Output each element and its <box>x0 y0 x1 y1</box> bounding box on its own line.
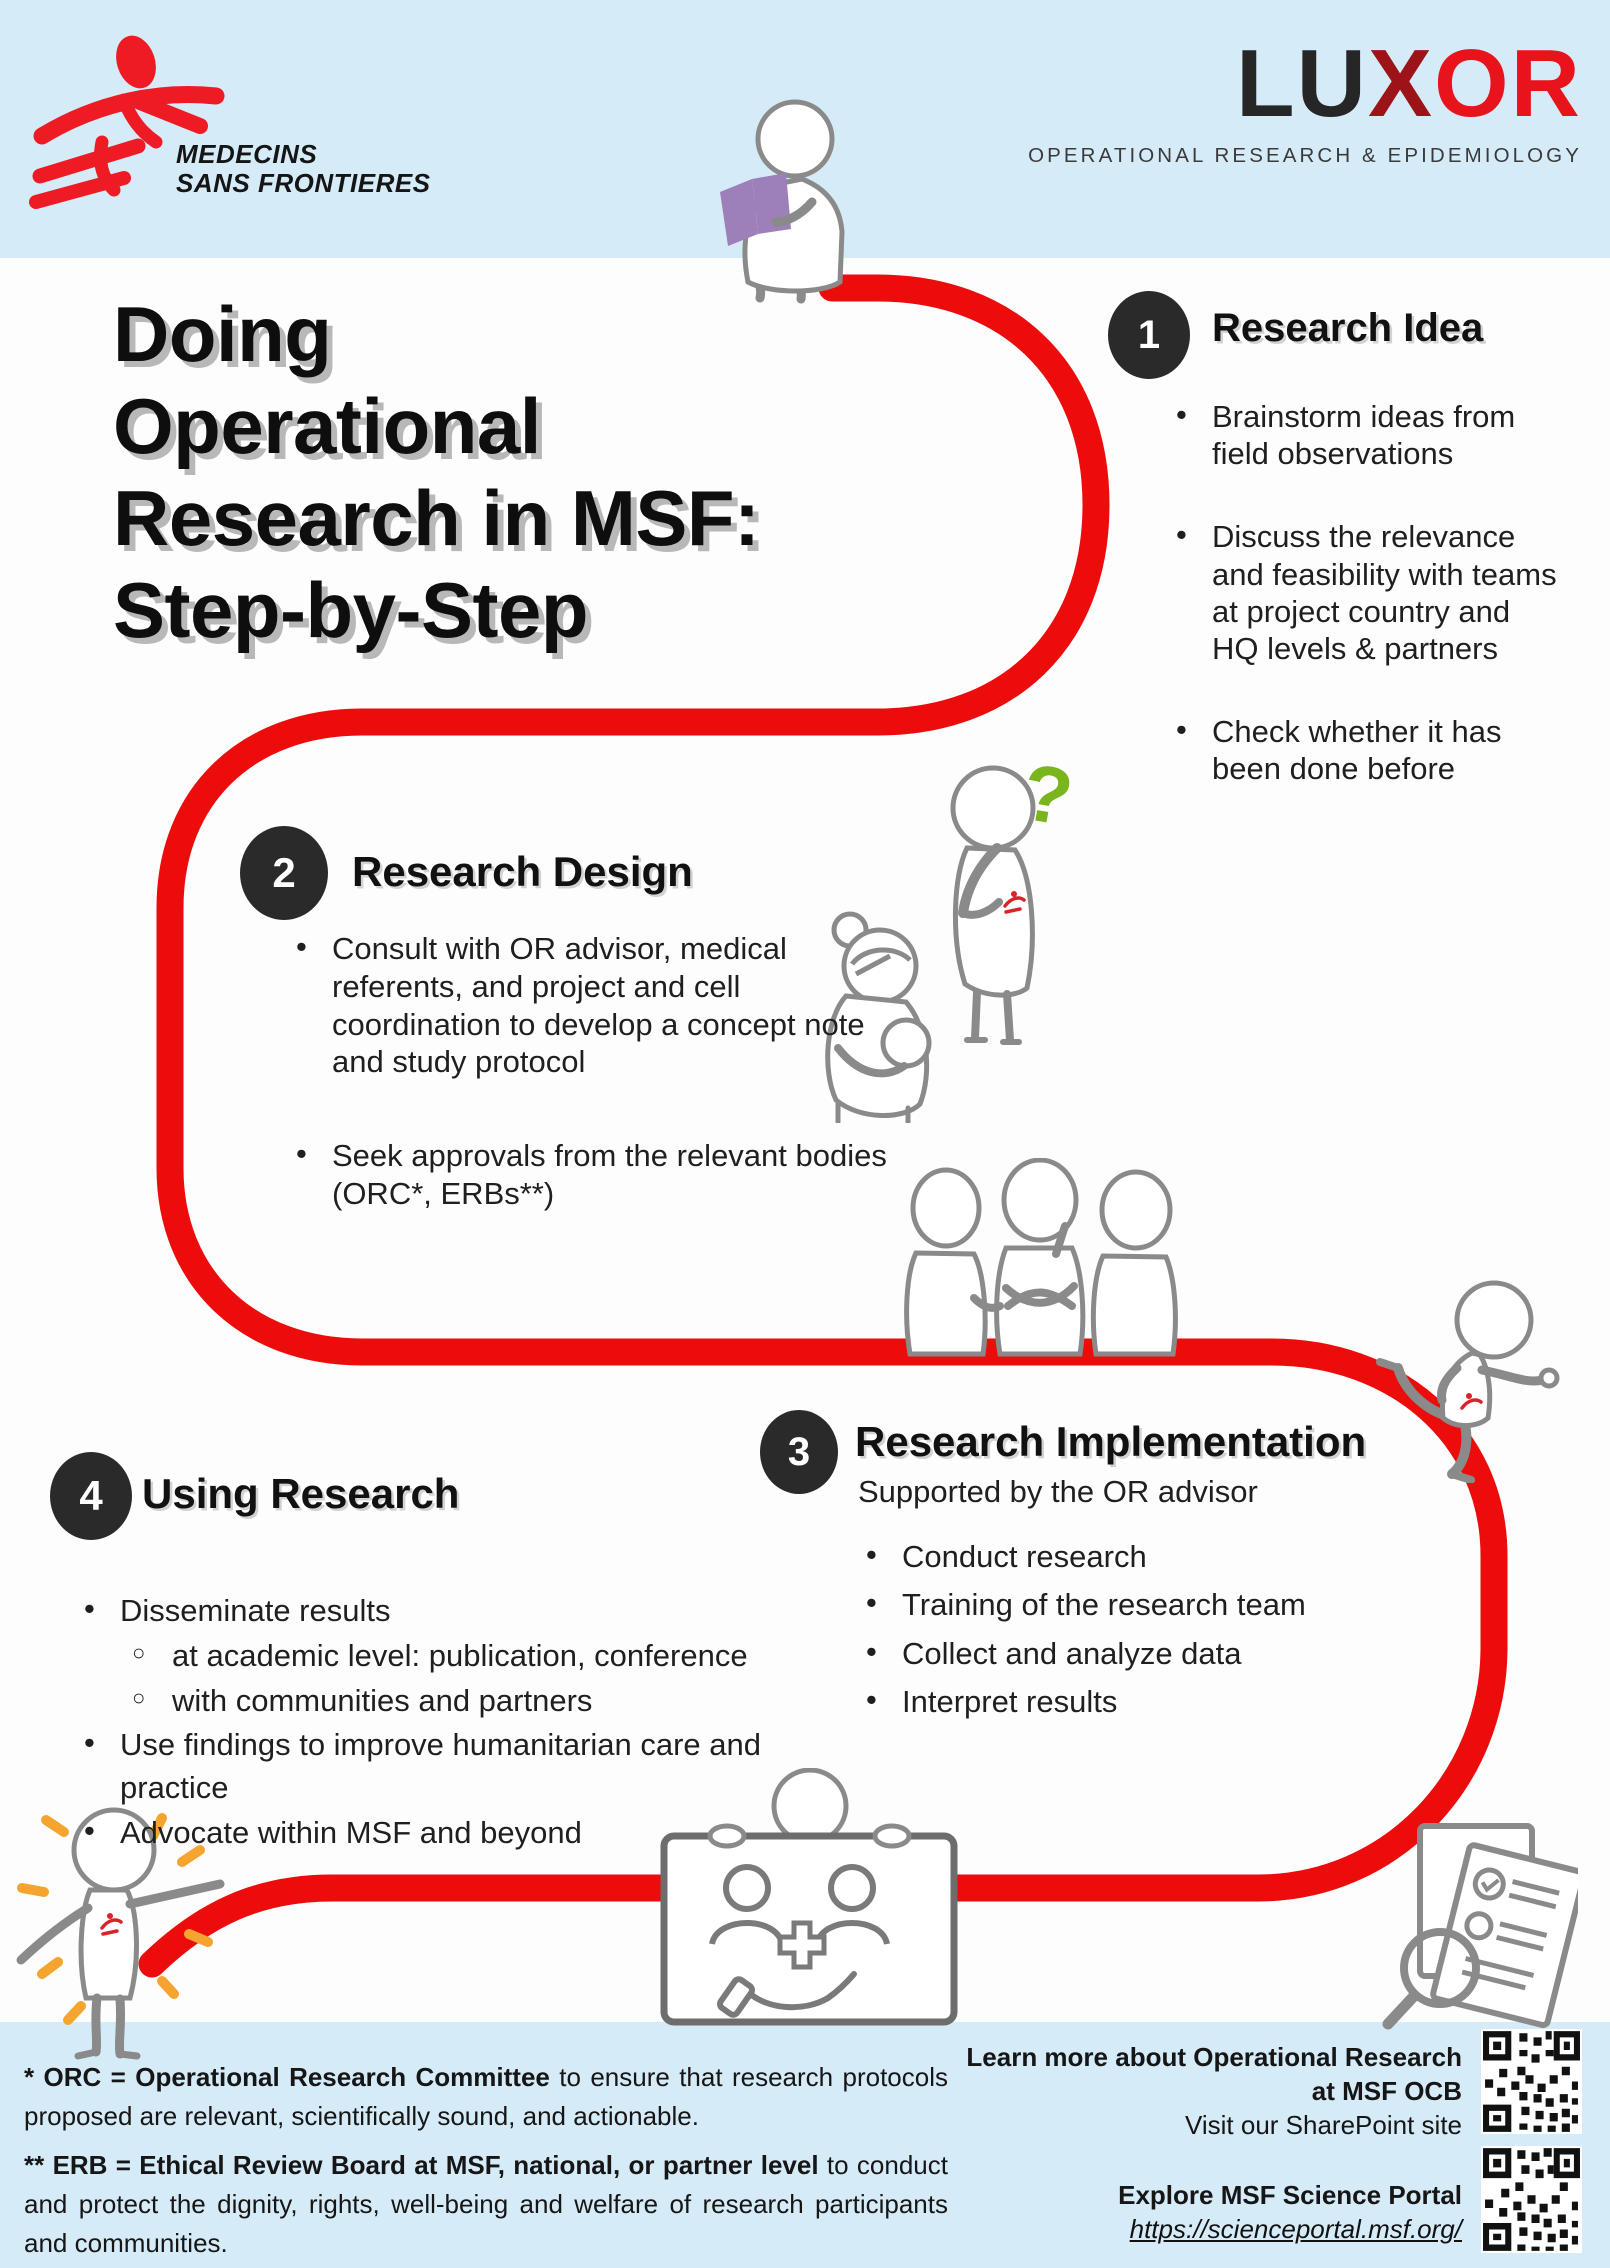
title-line-4: Step-by-Step <box>113 566 589 655</box>
step-3-research-implementation: 3 Research Implementation Supported by t… <box>760 1410 1420 1830</box>
step-3-bullets: Conduct research Training of the researc… <box>858 1538 1358 1734</box>
title-line-3: Research in MSF: <box>113 474 760 563</box>
bullet-item: Collect and analyze data <box>858 1635 1358 1671</box>
step-4-bullets: Disseminate results at academic level: p… <box>76 1588 846 1857</box>
step-1-heading: Research Idea <box>1212 306 1484 350</box>
title-line-1: Doing <box>113 290 332 378</box>
bullet-item: Advocate within MSF and beyond <box>76 1810 846 1855</box>
step-4-using-research: 4 Using Research Disseminate results at … <box>50 1452 860 1882</box>
bullet-item: Seek approvals from the relevant bodies … <box>288 1135 892 1213</box>
bullet-item: Interpret results <box>858 1683 1358 1719</box>
step-2-research-design: 2 Research Design Consult with OR adviso… <box>240 826 920 1296</box>
step-3-badge: 3 <box>760 1410 838 1494</box>
luxor-logo: LUXOR OPERATIONAL RESEARCH & EPIDEMIOLOG… <box>1028 36 1582 168</box>
step-2-badge: 2 <box>240 826 328 920</box>
bullet-item: Brainstorm ideas from field observations <box>1168 396 1560 472</box>
msf-wordmark-line1: MEDECINS <box>176 139 318 169</box>
step-3-heading: Research Implementation <box>855 1418 1367 1465</box>
title-line-2: Operational <box>113 382 541 471</box>
learn-more-line1: Learn more about Operational Research <box>966 2042 1462 2072</box>
msf-running-man-icon <box>29 35 225 209</box>
bullet-item: Check whether it has been done before <box>1168 711 1560 787</box>
bullet-item: Consult with OR advisor, medical referen… <box>288 928 892 1081</box>
step-2-bullets: Consult with OR advisor, medical referen… <box>288 928 892 1269</box>
bullet-item: Training of the research team <box>858 1586 1358 1622</box>
msf-wordmark-line2: SANS FRONTIERES <box>176 168 431 198</box>
step-4-badge: 4 <box>50 1452 132 1540</box>
msf-logo: MEDECINS SANS FRONTIERES <box>28 22 448 242</box>
scienceportal-qr-code <box>1481 2146 1582 2253</box>
step-3-subtitle: Supported by the OR advisor <box>858 1474 1258 1509</box>
sub-bullet-item: at academic level: publication, conferen… <box>76 1635 846 1678</box>
step-1-research-idea: 1 Research Idea Brainstorm ideas from fi… <box>1100 288 1570 848</box>
footnote-erb: ** ERB = Ethical Review Board at MSF, na… <box>24 2150 948 2258</box>
sub-bullet-item: with communities and partners <box>76 1680 846 1723</box>
running-person-illustration <box>1376 1280 1560 1483</box>
page-title: Doing Operational Research in MSF: Step-… <box>113 288 760 656</box>
explore-science-portal-label: Explore MSF Science Portal <box>1118 2180 1462 2210</box>
msf-wordmark: MEDECINS SANS FRONTIERES <box>176 140 431 198</box>
footer-band <box>0 2022 1610 2268</box>
sitting-reader-illustration <box>720 99 845 304</box>
bullet-item: Discuss the relevance and feasibility wi… <box>1168 516 1560 667</box>
step-1-bullets: Brainstorm ideas from field observations… <box>1168 396 1560 834</box>
footnote-orc: * ORC = Operational Research Committee t… <box>24 2062 948 2131</box>
step-1-badge: 1 <box>1108 291 1190 379</box>
luxor-wordmark: LUXOR <box>1236 30 1582 137</box>
sharepoint-qr-code <box>1481 2029 1582 2134</box>
step-4-heading: Using Research <box>142 1470 460 1517</box>
bullet-item: Use findings to improve humanitarian car… <box>76 1722 846 1810</box>
team-discussion-illustration <box>904 1158 1178 1357</box>
bullet-item: Disseminate results <box>76 1588 846 1633</box>
thinking-person-illustration: ? <box>950 748 1079 1045</box>
learn-more-line2: at MSF OCB <box>1311 2076 1462 2106</box>
documents-magnifier-illustration <box>1382 1823 1578 2030</box>
footer-links: Learn more about Operational Research at… <box>880 2040 1462 2246</box>
luxor-subtitle: OPERATIONAL RESEARCH & EPIDEMIOLOGY <box>1028 144 1582 167</box>
sharepoint-text: Visit our SharePoint site <box>1185 2110 1462 2140</box>
step-2-heading: Research Design <box>352 848 693 895</box>
scienceportal-link[interactable]: https://scienceportal.msf.org/ <box>1129 2214 1462 2244</box>
presentation-board-illustration <box>660 1768 958 2026</box>
footnotes: * ORC = Operational Research Committee t… <box>24 2058 948 2268</box>
bullet-item: Conduct research <box>858 1538 1358 1574</box>
